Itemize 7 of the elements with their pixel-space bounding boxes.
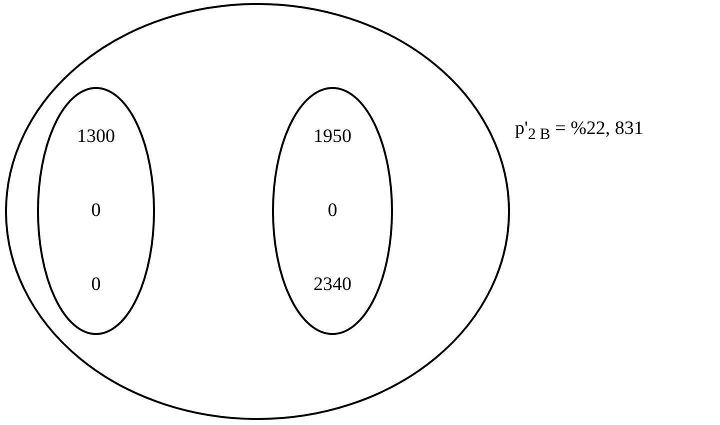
value-text: 0 bbox=[326, 200, 338, 222]
value-text: 0 bbox=[90, 200, 102, 222]
formula-text: p'$_{2 B}$ = %22, 831 bbox=[515, 118, 644, 144]
value-text: 1300 bbox=[76, 126, 116, 148]
value-text: 0 bbox=[90, 274, 102, 296]
value-text: 2340 bbox=[312, 274, 352, 296]
value-text: 1950 bbox=[312, 126, 352, 148]
